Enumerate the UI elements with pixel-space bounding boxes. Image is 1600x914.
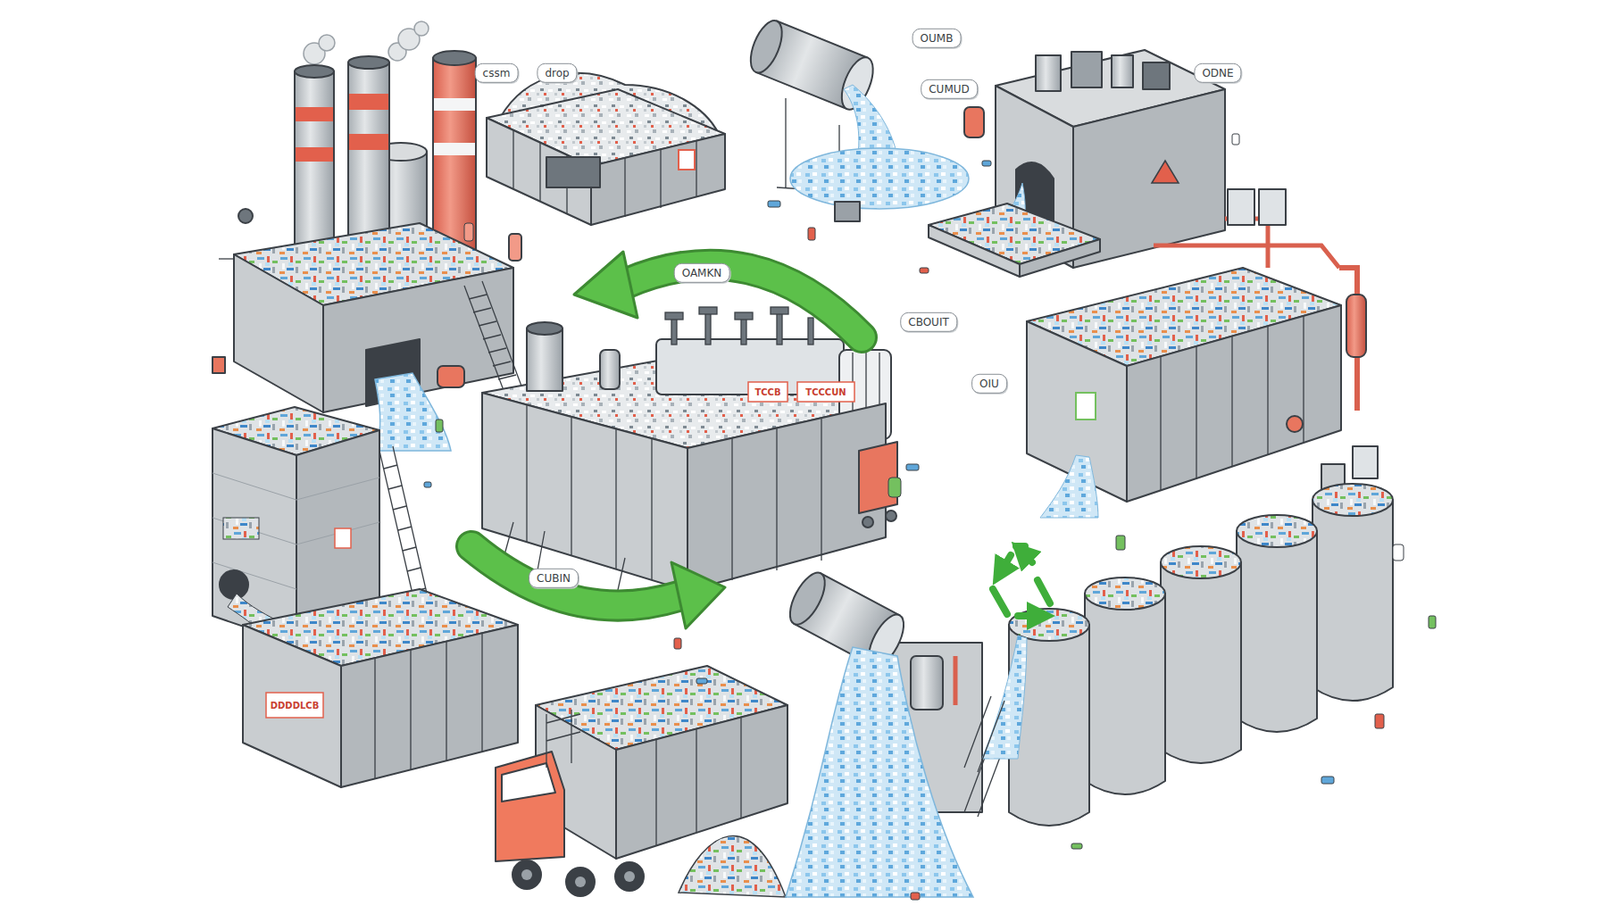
bubble-text: CBOUIT bbox=[908, 316, 950, 329]
speech-bubble: ODNE bbox=[1193, 63, 1242, 84]
bubble-text: OAMKN bbox=[682, 266, 723, 280]
speech-bubble: OIU bbox=[971, 374, 1008, 394]
speech-bubble: drop bbox=[536, 63, 577, 84]
speech-bubble: cssm bbox=[475, 63, 519, 84]
speech-bubble: CBOUIT bbox=[900, 312, 958, 333]
bubble-text: CUBIN bbox=[536, 572, 571, 585]
sign-label: TCCCUN bbox=[805, 387, 846, 398]
bubble-text: OIU bbox=[979, 377, 1000, 391]
sign-label: DDDDLCB bbox=[270, 700, 320, 711]
bubble-text: drop bbox=[544, 66, 569, 80]
speech-bubble: OAMKN bbox=[674, 263, 731, 284]
speech-bubble: OUMB bbox=[912, 28, 962, 49]
bubble-text: CUMUD bbox=[928, 83, 970, 96]
sign-label: TCCB bbox=[754, 387, 781, 398]
speech-bubble: CUBIN bbox=[528, 568, 579, 589]
bubble-text: cssm bbox=[483, 66, 511, 80]
bubble-text: ODNE bbox=[1201, 66, 1234, 80]
bubble-text: OUMB bbox=[920, 32, 954, 45]
speech-bubble: CUMUD bbox=[920, 79, 978, 100]
